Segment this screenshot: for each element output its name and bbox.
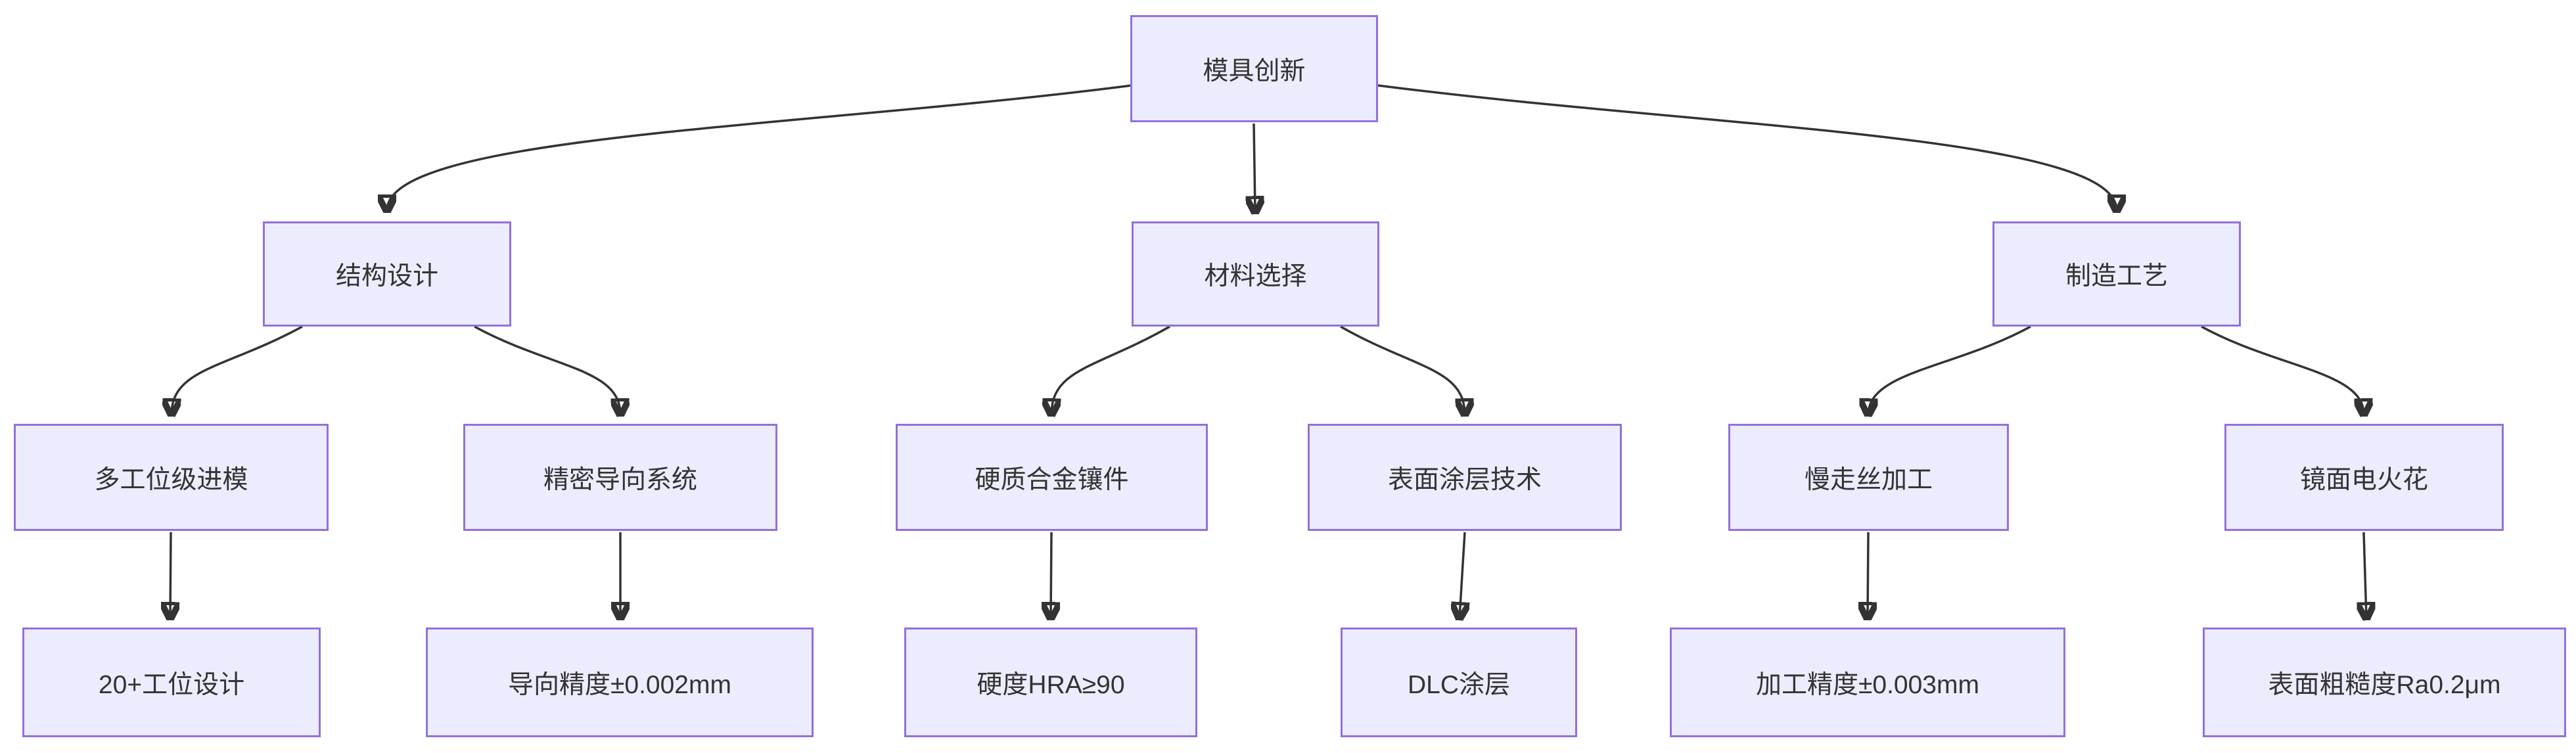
node-structural-design: 结构设计 [263,221,511,327]
node-carbide-insert: 硬质合金镶件 [896,424,1208,531]
edge-cailiao-biaomian [1340,325,1465,414]
edge-jiegou-duogongwei [172,325,303,414]
edge-zhizao-manzousi [1868,325,2031,414]
node-surface-roughness: 表面粗糙度Ra0.2μm [2203,628,2566,737]
edge-root-zhizao [1377,84,2117,210]
node-mirror-edm: 镜面电火花 [2224,424,2504,531]
node-hardness-hra: 硬度HRA≥90 [904,628,1197,737]
node-wire-edm: 慢走丝加工 [1728,424,2009,531]
edge-jiegou-jingmi [474,325,620,414]
edge-root-cailiao [1254,123,1255,212]
node-manufacturing-process: 制造工艺 [1992,221,2241,327]
edge-cailiao-yingzhi [1051,325,1170,414]
node-mold-innovation: 模具创新 [1130,15,1378,122]
node-machining-accuracy: 加工精度±0.003mm [1670,628,2065,737]
edge-jingmian-cucaodu [2364,532,2366,618]
edge-group [170,84,2366,618]
edge-duogongwei-gongwei20 [170,532,171,618]
node-guide-accuracy: 导向精度±0.002mm [426,628,814,737]
node-20plus-station-design: 20+工位设计 [22,628,321,737]
node-dlc-coating: DLC涂层 [1341,628,1577,737]
node-precision-guide-system: 精密导向系统 [463,424,777,531]
node-surface-coating-tech: 表面涂层技术 [1308,424,1622,531]
edge-root-jiegou [387,84,1132,210]
node-multi-station-die: 多工位级进模 [14,424,329,531]
node-material-selection: 材料选择 [1132,221,1379,327]
edge-biaomian-dlc [1460,532,1465,618]
edge-zhizao-jingmian [2201,325,2364,414]
